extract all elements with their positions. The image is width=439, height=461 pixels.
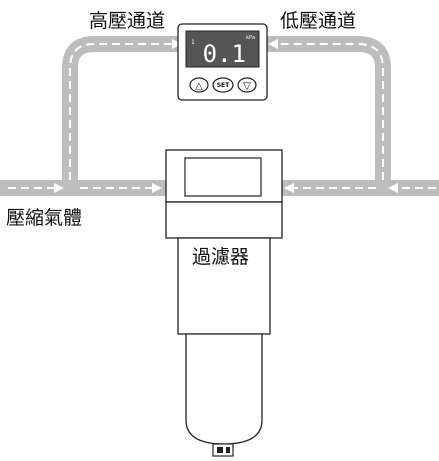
set-button[interactable]: SET — [212, 77, 234, 93]
down-button[interactable]: ▽ — [237, 77, 257, 93]
flow-arrow-high — [69, 39, 182, 180]
up-button[interactable]: △ — [189, 77, 209, 93]
set-button-label: SET — [217, 82, 230, 89]
filter-head-window — [184, 157, 262, 197]
low-pressure-pipe — [265, 36, 391, 188]
compressed-gas-label: 壓縮氣體 — [6, 207, 83, 229]
filter-bowl — [185, 333, 263, 445]
gauge-reading: 0.1 — [203, 40, 246, 68]
low-pressure-label: 低壓通道 — [280, 10, 357, 32]
gauge-unit: kPa — [246, 35, 255, 41]
high-pressure-label: 高壓通道 — [89, 10, 166, 32]
pressure-gauge: 1 0.1 kPa △ SET ▽ — [177, 23, 268, 101]
gauge-display — [185, 30, 260, 68]
flow-arrow-low — [268, 39, 384, 180]
down-icon: ▽ — [243, 81, 251, 92]
up-icon: △ — [195, 81, 203, 92]
filter-label: 過濾器 — [192, 246, 250, 268]
gauge-indicator: 1 — [191, 39, 195, 46]
filter-collar — [165, 201, 283, 239]
filter — [165, 149, 283, 457]
